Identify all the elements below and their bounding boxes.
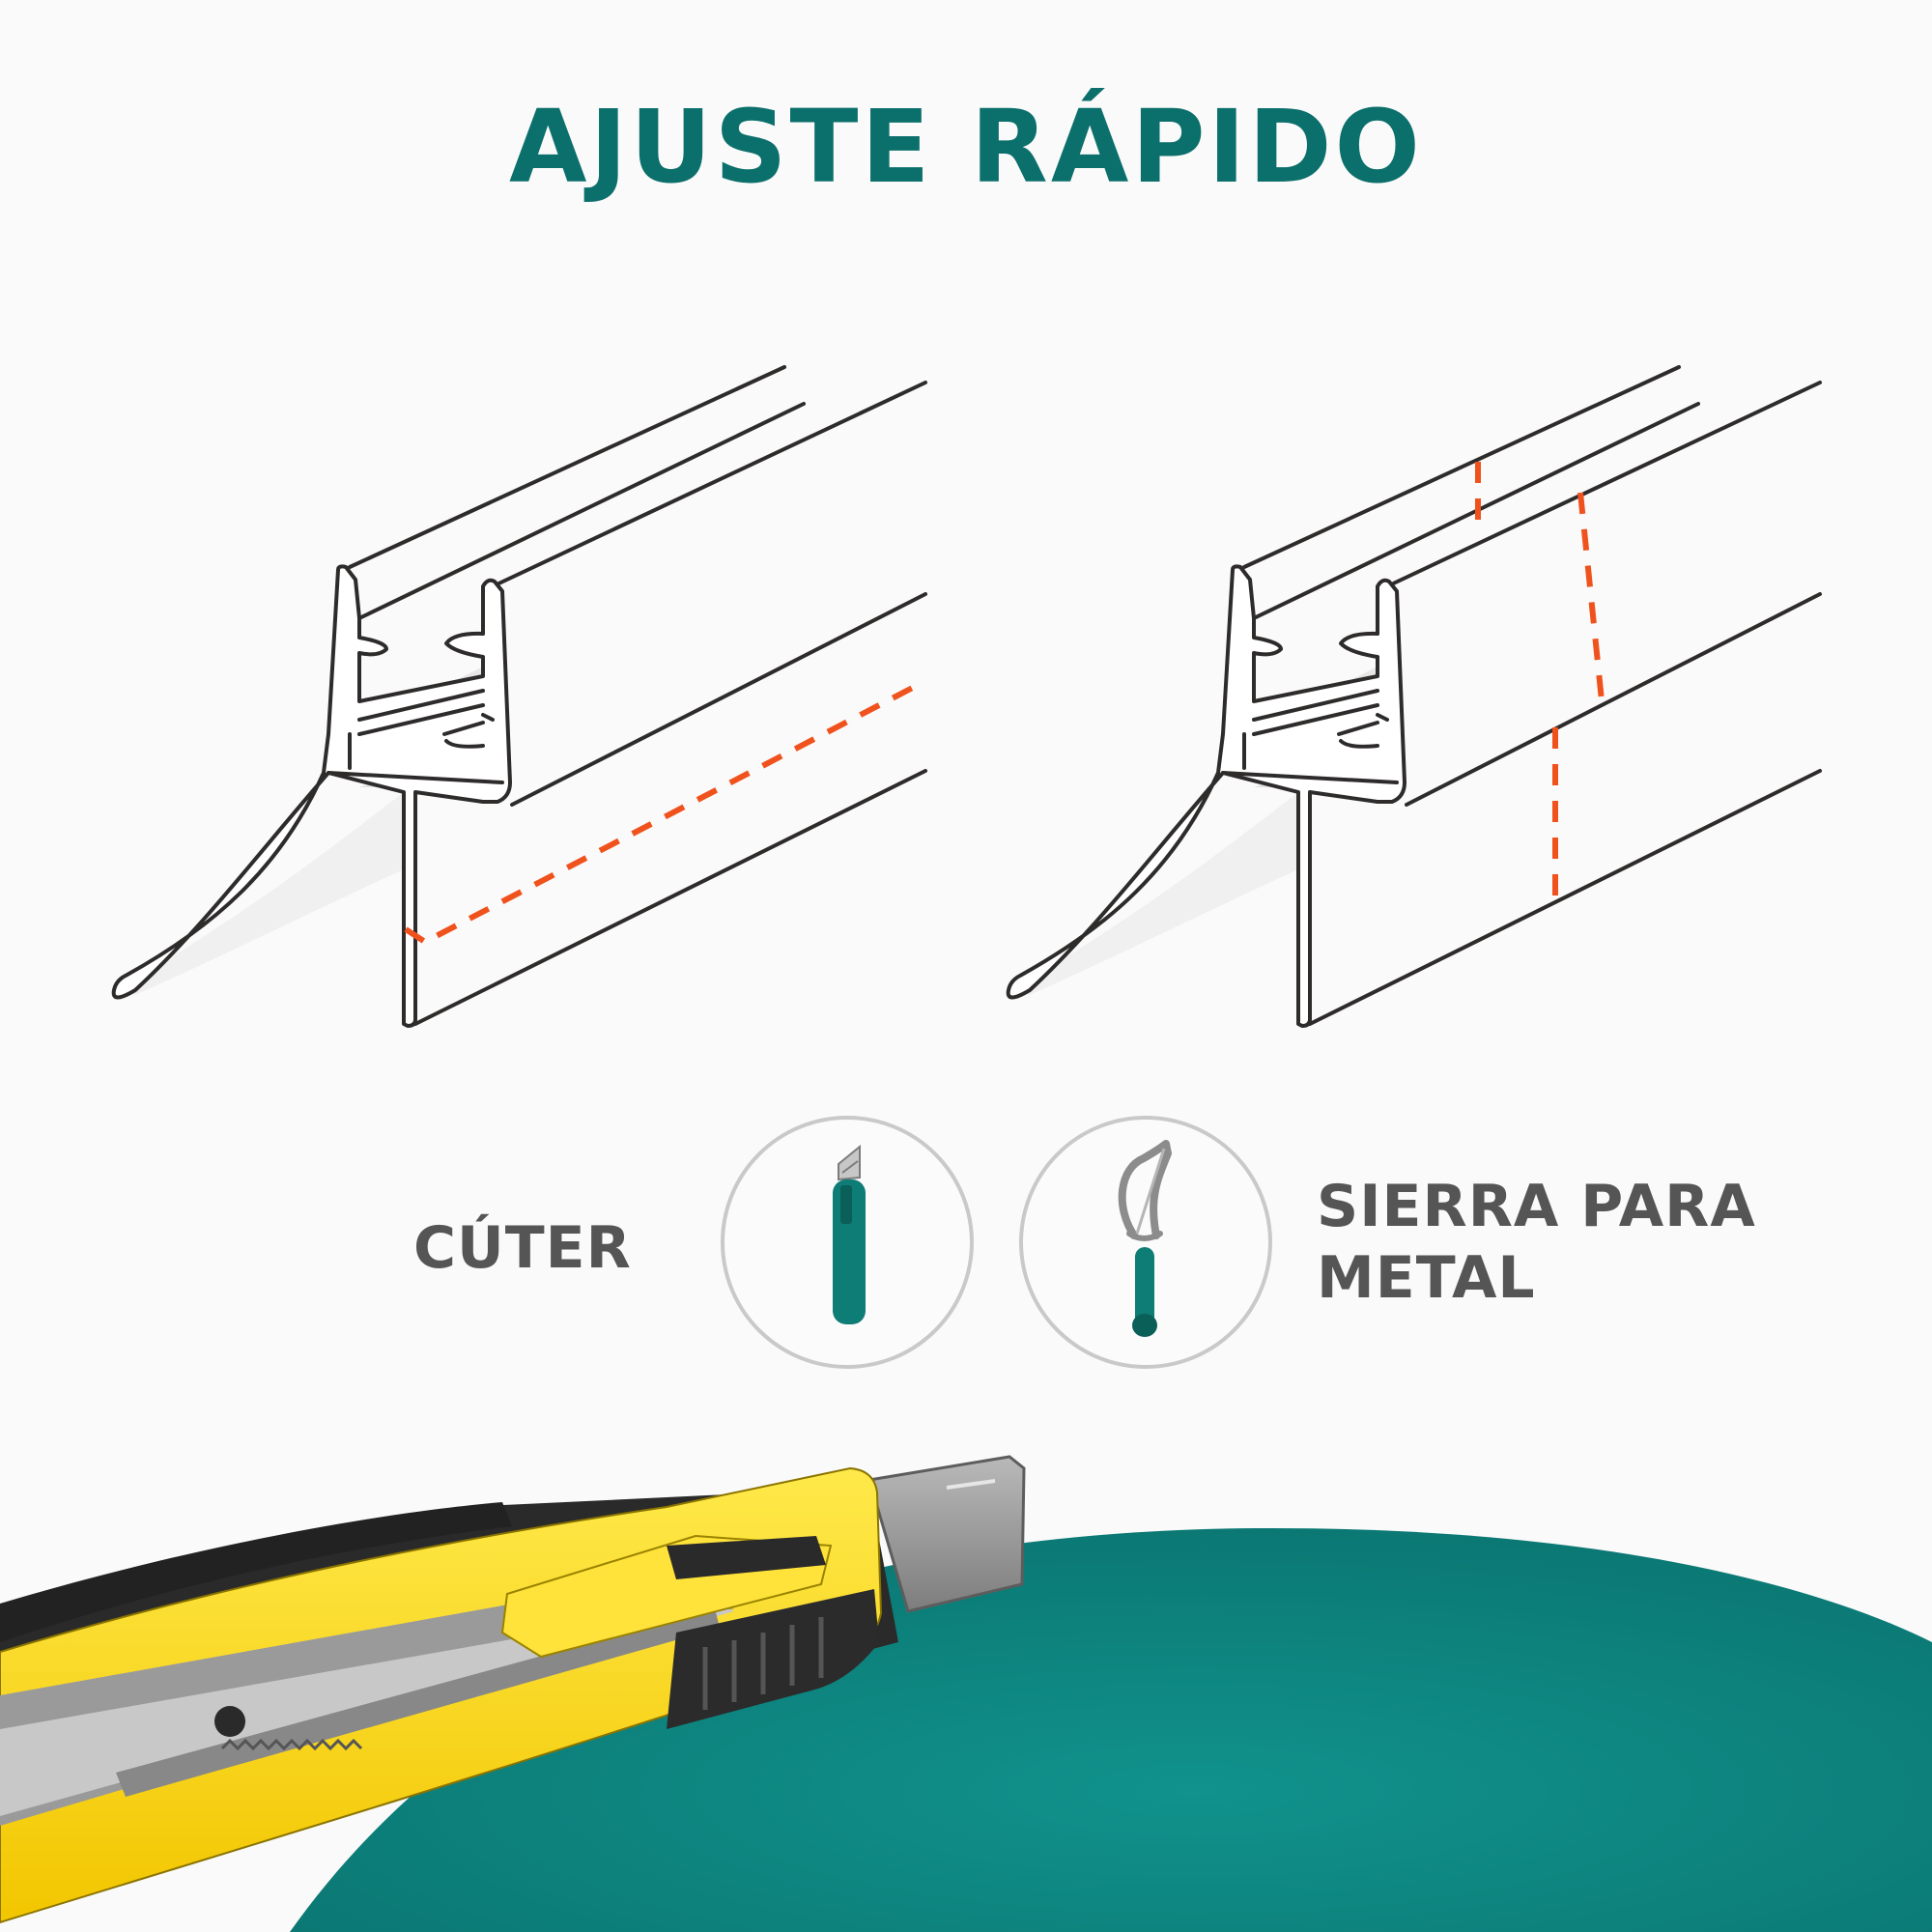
saw-label-line2: METAL xyxy=(1317,1244,1536,1312)
saw-label: SIERRA PARA METAL xyxy=(1317,1171,1756,1314)
cutter-label: CÚTER xyxy=(413,1214,632,1282)
utility-knife-image xyxy=(0,1455,1026,1924)
cutter-icon-circle xyxy=(721,1116,974,1369)
seal-profile-right xyxy=(1006,365,1822,1028)
saw-label-line1: SIERRA PARA xyxy=(1317,1173,1756,1240)
cut-line-vertical xyxy=(1475,462,1605,908)
seal-profile-left xyxy=(111,365,927,1028)
utility-knife-icon xyxy=(833,1144,866,1324)
page-title: AJUSTE RÁPIDO xyxy=(509,88,1423,206)
cut-line-horizontal xyxy=(404,678,927,946)
saw-icon-circle xyxy=(1019,1116,1272,1369)
hacksaw-icon xyxy=(1118,1140,1172,1337)
